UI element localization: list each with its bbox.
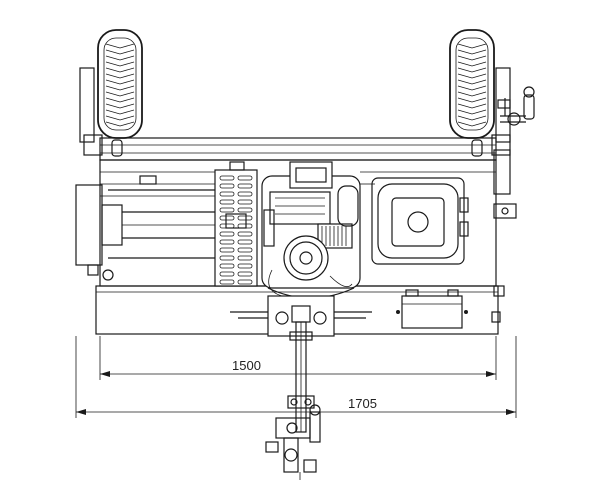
grille-slot [219,207,235,213]
tire-tread-mark [105,61,135,67]
grille-slot [237,271,253,277]
grille-slot [219,231,235,237]
grille-slot [237,239,253,245]
left-rail-assembly [75,175,215,281]
radiator-grille [214,161,258,287]
grille-slot [219,199,235,205]
tire-tread-mark [105,73,135,79]
dimension-1705: 1705 [75,336,517,418]
grille-slot [237,175,253,181]
grille-slot [219,239,235,245]
top-beam [99,137,497,161]
grille-slot [237,215,253,221]
grille-slot [237,231,253,237]
dimension-label-1500: 1500 [232,358,261,373]
battery-box [396,289,468,329]
dimension-1500: 1500 [99,336,497,380]
drawbar [287,321,315,433]
tire-tread-mark [105,91,135,97]
tire-tread-mark [105,79,135,85]
jockey-wheel-crank [265,404,321,480]
tire-tread-mark [457,121,487,127]
left-wheel [97,29,143,139]
grille-slot [219,279,235,285]
right-wheel [449,29,495,139]
dimension-label-1705: 1705 [348,396,377,411]
tire-tread-mark [105,67,135,73]
tire-tread-mark [457,73,487,79]
hand-crank-right [497,86,535,126]
tire-tread-mark [457,79,487,85]
tire-tread-mark [457,55,487,61]
grille-slot [237,247,253,253]
grille-slot [237,191,253,197]
grille-slot [219,215,235,221]
tire-tread-mark [457,103,487,109]
tire-tread-mark [457,61,487,67]
tire-tread-mark [105,97,135,103]
tire-tread-mark [457,97,487,103]
tire-tread-mark [105,115,135,121]
grille-slot [219,263,235,269]
tire-tread-mark [457,109,487,115]
grille-slot [219,191,235,197]
tire-tread-mark [105,121,135,127]
tire-tread-mark [105,49,135,55]
grille-slot [219,255,235,261]
engine [261,161,361,299]
grille-slot [237,207,253,213]
grille-slot [219,175,235,181]
right-bracket [491,149,517,323]
grille-slot [237,255,253,261]
tire-tread-mark [105,55,135,61]
tire-tread-mark [457,49,487,55]
tire-tread-mark [457,85,487,91]
tire-tread-mark [457,91,487,97]
grille-slot [219,271,235,277]
grille-slot [219,247,235,253]
control-panel [371,177,469,265]
tire-tread-mark [105,43,135,49]
tire-tread-mark [457,115,487,121]
grille-slot [219,183,235,189]
tire-tread-mark [457,43,487,49]
tire-tread-mark [105,103,135,109]
grille-slot [237,279,253,285]
grille-slot [237,183,253,189]
tire-tread-mark [105,109,135,115]
grille-slot [237,199,253,205]
grille-slot [237,263,253,269]
tire-tread-mark [457,67,487,73]
tire-tread-mark [105,85,135,91]
